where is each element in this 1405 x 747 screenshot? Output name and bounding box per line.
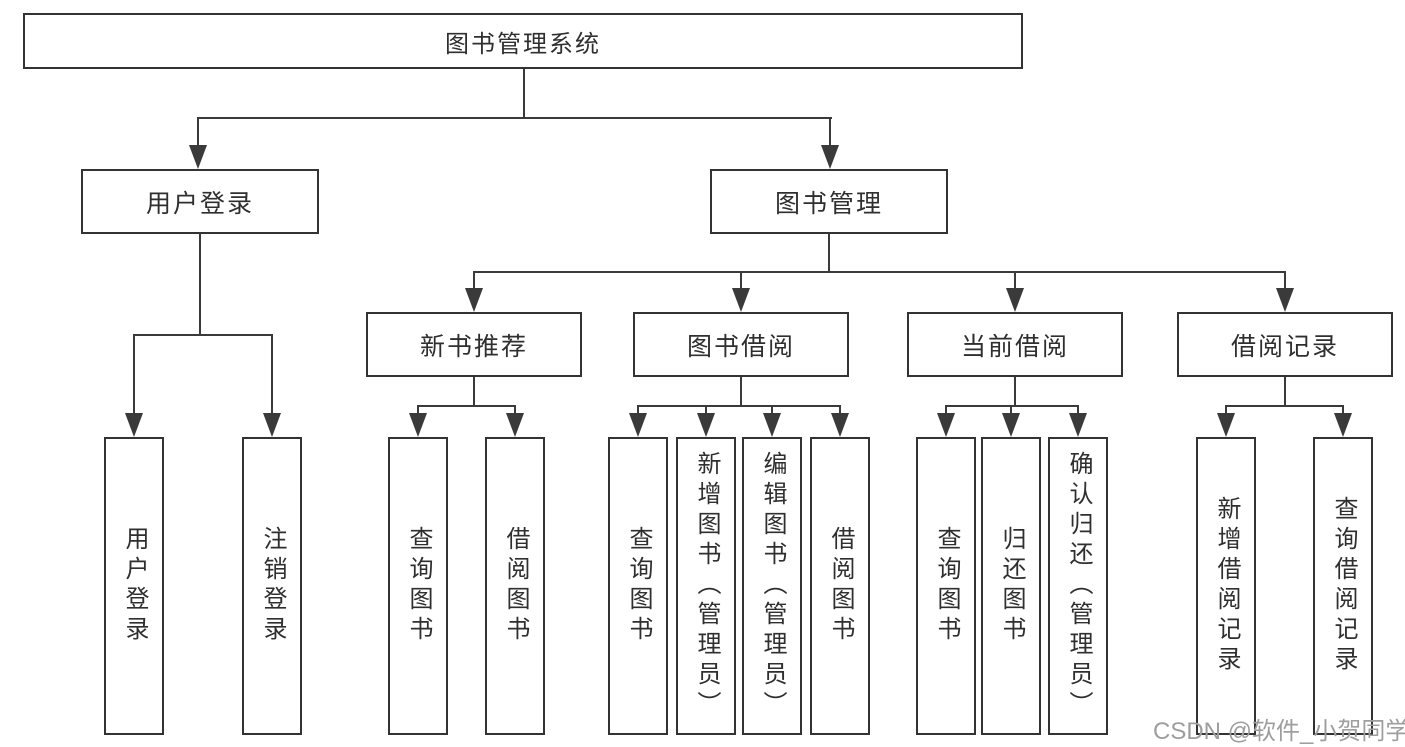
arrow-down-icon bbox=[732, 288, 750, 312]
node-leaf-borrow-books: 借阅图书 bbox=[810, 437, 870, 735]
node-leaf-query-books: 查询图书 bbox=[608, 437, 668, 735]
node-book-borrowing: 图书借阅 bbox=[633, 312, 849, 377]
node-leaf-confirm-return-admin: 确认归还（管理员） bbox=[1048, 437, 1108, 735]
connector-stem bbox=[1225, 405, 1227, 414]
arrow-down-icon bbox=[1006, 288, 1024, 312]
arrow-down-icon bbox=[1217, 413, 1235, 437]
connector-stem bbox=[829, 117, 831, 145]
node-label: 查询借阅记录 bbox=[1330, 496, 1357, 676]
node-leaf-query-books: 查询图书 bbox=[388, 437, 448, 735]
connector-rail bbox=[473, 271, 1286, 273]
node-leaf-return-books: 归还图书 bbox=[981, 437, 1041, 735]
arrow-down-icon bbox=[1002, 413, 1020, 437]
connector-stem bbox=[828, 234, 830, 273]
connector-stem bbox=[1014, 271, 1016, 289]
connector-stem bbox=[945, 405, 947, 414]
connector-stem bbox=[199, 234, 201, 335]
node-label: 编辑图书（管理员） bbox=[759, 451, 786, 721]
node-label: 用户登录 bbox=[121, 526, 148, 646]
arrow-down-icon bbox=[937, 413, 955, 437]
arrow-down-icon bbox=[263, 413, 281, 437]
node-label: 当前借阅 bbox=[960, 332, 1069, 361]
node-label: 查询图书 bbox=[625, 526, 652, 646]
node-library-system: 图书管理系统 bbox=[23, 13, 1023, 69]
connector-stem bbox=[740, 271, 742, 289]
node-label: 借阅图书 bbox=[502, 526, 529, 646]
node-leaf-user-login: 用户登录 bbox=[104, 437, 164, 735]
node-label: 用户登录 bbox=[145, 189, 254, 218]
connector-stem bbox=[839, 405, 841, 414]
node-new-book-recommendation: 新书推荐 bbox=[366, 312, 582, 377]
arrow-down-icon bbox=[465, 288, 483, 312]
connector-stem bbox=[271, 334, 273, 414]
node-label: 借阅图书 bbox=[827, 526, 854, 646]
connector-rail bbox=[133, 334, 273, 336]
csdn-watermark: CSDN @软件_小贺同学 bbox=[1153, 718, 1405, 745]
connector-stem bbox=[637, 405, 639, 414]
connector-stem bbox=[771, 405, 773, 414]
arrow-down-icon bbox=[125, 413, 143, 437]
connector-stem bbox=[1284, 377, 1286, 406]
connector-rail bbox=[945, 405, 1079, 407]
node-label: 图书借阅 bbox=[686, 332, 795, 361]
node-leaf-query-borrow-record: 查询借阅记录 bbox=[1313, 437, 1373, 735]
node-leaf-add-books-admin: 新增图书（管理员） bbox=[676, 437, 736, 735]
node-label: 图书管理 bbox=[774, 189, 883, 218]
connector-stem bbox=[1077, 405, 1079, 414]
arrow-down-icon bbox=[189, 145, 207, 169]
arrow-down-icon bbox=[1276, 288, 1294, 312]
connector-stem bbox=[473, 377, 475, 406]
node-book-management: 图书管理 bbox=[710, 169, 948, 234]
node-label: 归还图书 bbox=[998, 526, 1025, 646]
node-borrowing-records: 借阅记录 bbox=[1177, 312, 1393, 377]
node-label: 注销登录 bbox=[259, 526, 286, 646]
arrow-down-icon bbox=[763, 413, 781, 437]
connector-stem bbox=[417, 405, 419, 414]
connector-stem bbox=[133, 334, 135, 414]
connector-stem bbox=[514, 405, 516, 414]
connector-stem bbox=[740, 377, 742, 406]
node-label: 新书推荐 bbox=[419, 332, 528, 361]
connector-stem bbox=[1284, 271, 1286, 289]
node-label: 借阅记录 bbox=[1230, 332, 1339, 361]
node-current-borrowing: 当前借阅 bbox=[907, 312, 1123, 377]
connector-stem bbox=[705, 405, 707, 414]
arrow-down-icon bbox=[697, 413, 715, 437]
node-label: 图书管理系统 bbox=[445, 30, 601, 58]
node-leaf-edit-books-admin: 编辑图书（管理员） bbox=[742, 437, 802, 735]
connector-rail bbox=[1225, 405, 1344, 407]
connector-rail bbox=[417, 405, 516, 407]
connector-rail bbox=[197, 117, 832, 119]
node-leaf-query-books: 查询图书 bbox=[916, 437, 976, 735]
connector-stem bbox=[1014, 377, 1016, 406]
node-label: 查询图书 bbox=[405, 526, 432, 646]
arrow-down-icon bbox=[831, 413, 849, 437]
node-leaf-borrow-books: 借阅图书 bbox=[485, 437, 545, 735]
arrow-down-icon bbox=[629, 413, 647, 437]
node-leaf-add-borrow-record: 新增借阅记录 bbox=[1196, 437, 1256, 735]
connector-stem bbox=[1010, 405, 1012, 414]
arrow-down-icon bbox=[821, 145, 839, 169]
node-label: 确认归还（管理员） bbox=[1065, 451, 1092, 721]
connector-stem bbox=[197, 117, 199, 145]
arrow-down-icon bbox=[409, 413, 427, 437]
arrow-down-icon bbox=[1069, 413, 1087, 437]
node-leaf-logout: 注销登录 bbox=[242, 437, 302, 735]
node-label: 查询图书 bbox=[933, 526, 960, 646]
connector-stem bbox=[1342, 405, 1344, 414]
connector-stem bbox=[473, 271, 475, 289]
connector-stem bbox=[523, 69, 525, 119]
arrow-down-icon bbox=[1334, 413, 1352, 437]
node-label: 新增图书（管理员） bbox=[693, 451, 720, 721]
node-label: 新增借阅记录 bbox=[1213, 496, 1240, 676]
arrow-down-icon bbox=[506, 413, 524, 437]
connector-rail bbox=[637, 405, 841, 407]
node-user-login: 用户登录 bbox=[81, 169, 319, 234]
